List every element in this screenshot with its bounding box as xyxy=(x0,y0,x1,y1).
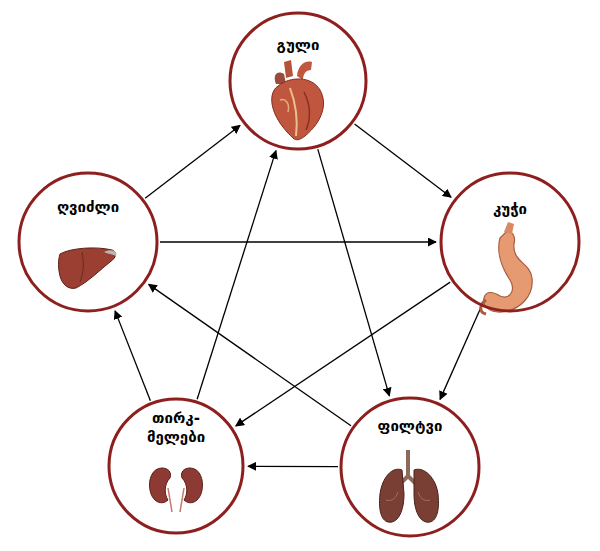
arrow-connector xyxy=(248,466,338,468)
organ-label: კუჭი xyxy=(493,200,527,219)
liver-illustration xyxy=(59,248,117,288)
organ-label-row: გული xyxy=(228,35,368,55)
organ-label-row: ღვიძლი xyxy=(17,197,159,217)
organ-label: თირკ- მელები xyxy=(134,409,218,447)
arrow-connector xyxy=(355,124,452,197)
kidneys-illustration xyxy=(150,468,203,512)
heart-illustration xyxy=(272,60,324,140)
organ-circle: ფილტვი xyxy=(339,396,481,538)
organ-circle: გული xyxy=(228,11,368,151)
organ-circle: კუჭი xyxy=(439,171,581,313)
circle-outline xyxy=(17,171,159,313)
lungs-illustration xyxy=(380,450,439,522)
arrow-connector xyxy=(440,308,481,400)
arrow-connector xyxy=(145,125,240,198)
circle-outline xyxy=(228,11,368,151)
arrow-connector xyxy=(236,282,450,426)
organ-label-row: თირკ- მელები xyxy=(107,409,245,447)
organ-label: ღვიძლი xyxy=(57,198,119,217)
stomach-illustration xyxy=(481,222,532,314)
organ-label-row: ფილტვი xyxy=(339,416,481,436)
organ-circle: ღვიძლი xyxy=(17,171,159,313)
arrow-connector xyxy=(197,151,276,400)
organ-label: გული xyxy=(277,36,320,55)
circle-outline xyxy=(439,171,581,313)
organ-circle: თირკ- მელები xyxy=(107,397,245,535)
arrow-connector xyxy=(149,284,351,425)
arrow-connector xyxy=(160,241,436,242)
arrow-connector xyxy=(115,311,150,401)
organ-label: ფილტვი xyxy=(378,417,443,436)
organ-label-row: კუჭი xyxy=(439,199,581,219)
arrow-connector xyxy=(318,149,390,396)
